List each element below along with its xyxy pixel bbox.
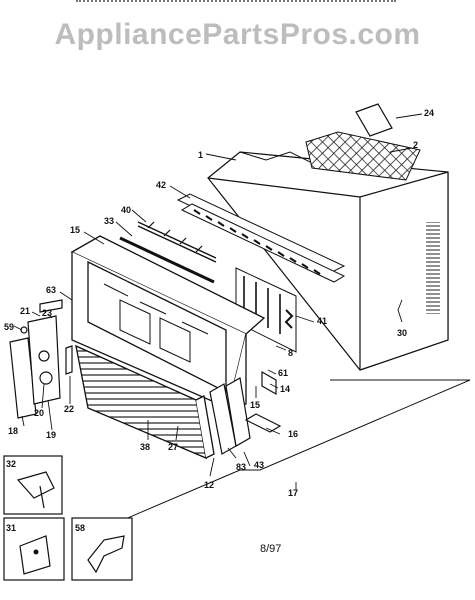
inset-box-31: 31: [3, 517, 65, 581]
inset-number: 32: [6, 459, 16, 469]
part-number: 12: [204, 480, 214, 490]
part-number: 2: [413, 140, 418, 150]
side-filter-parts: [209, 370, 282, 455]
watermark-text: AppliancePartsPros.com: [54, 18, 421, 51]
part-number: 41: [317, 316, 327, 326]
part-labels: 24 2 1 42 40 33 15 63 21 23 59 41 30 8 6…: [4, 108, 434, 498]
part-number: 21: [20, 306, 30, 316]
part-number: 59: [4, 322, 14, 332]
part-number: 1: [198, 150, 203, 160]
part-number: 63: [46, 285, 56, 295]
part-number: 42: [156, 180, 166, 190]
bracket-strip: [137, 221, 217, 263]
part-number: 40: [121, 205, 131, 215]
date-code: 8/97: [260, 543, 281, 555]
mesh-panel: [305, 131, 421, 181]
bracket-teeth: [147, 221, 203, 253]
part-number: 61: [278, 368, 288, 378]
part-number: 23: [42, 308, 52, 318]
part-number: 43: [254, 460, 264, 470]
part-number: 8: [288, 348, 293, 358]
part-number: 19: [46, 430, 56, 440]
part-number: 16: [288, 429, 298, 439]
part-number: 22: [64, 404, 74, 414]
part-number: 24: [424, 108, 434, 118]
floor-outline: [240, 379, 471, 471]
inset-box-58: 58: [71, 517, 133, 581]
control-panel: [9, 299, 73, 419]
inner-chassis: [235, 267, 297, 353]
part-number: 18: [8, 426, 18, 436]
inset-number: 31: [6, 523, 16, 533]
part-number: 83: [236, 462, 246, 472]
part-number: 15: [70, 225, 80, 235]
header-rule: [76, 0, 396, 6]
front-grille: [75, 344, 215, 460]
part-number: 30: [397, 328, 407, 338]
part-number: 33: [104, 216, 114, 226]
part-number: 20: [34, 408, 44, 418]
part-number: 27: [168, 442, 178, 452]
inset-number: 58: [75, 523, 85, 533]
part-number: 38: [140, 442, 150, 452]
label-plate: [355, 103, 393, 137]
part-number: 15: [250, 400, 260, 410]
inset-box-32: 32: [3, 455, 63, 515]
part-number: 14: [280, 384, 290, 394]
rail-bar: [119, 236, 215, 284]
part-number: 17: [288, 488, 298, 498]
leader-lines: [13, 113, 423, 490]
